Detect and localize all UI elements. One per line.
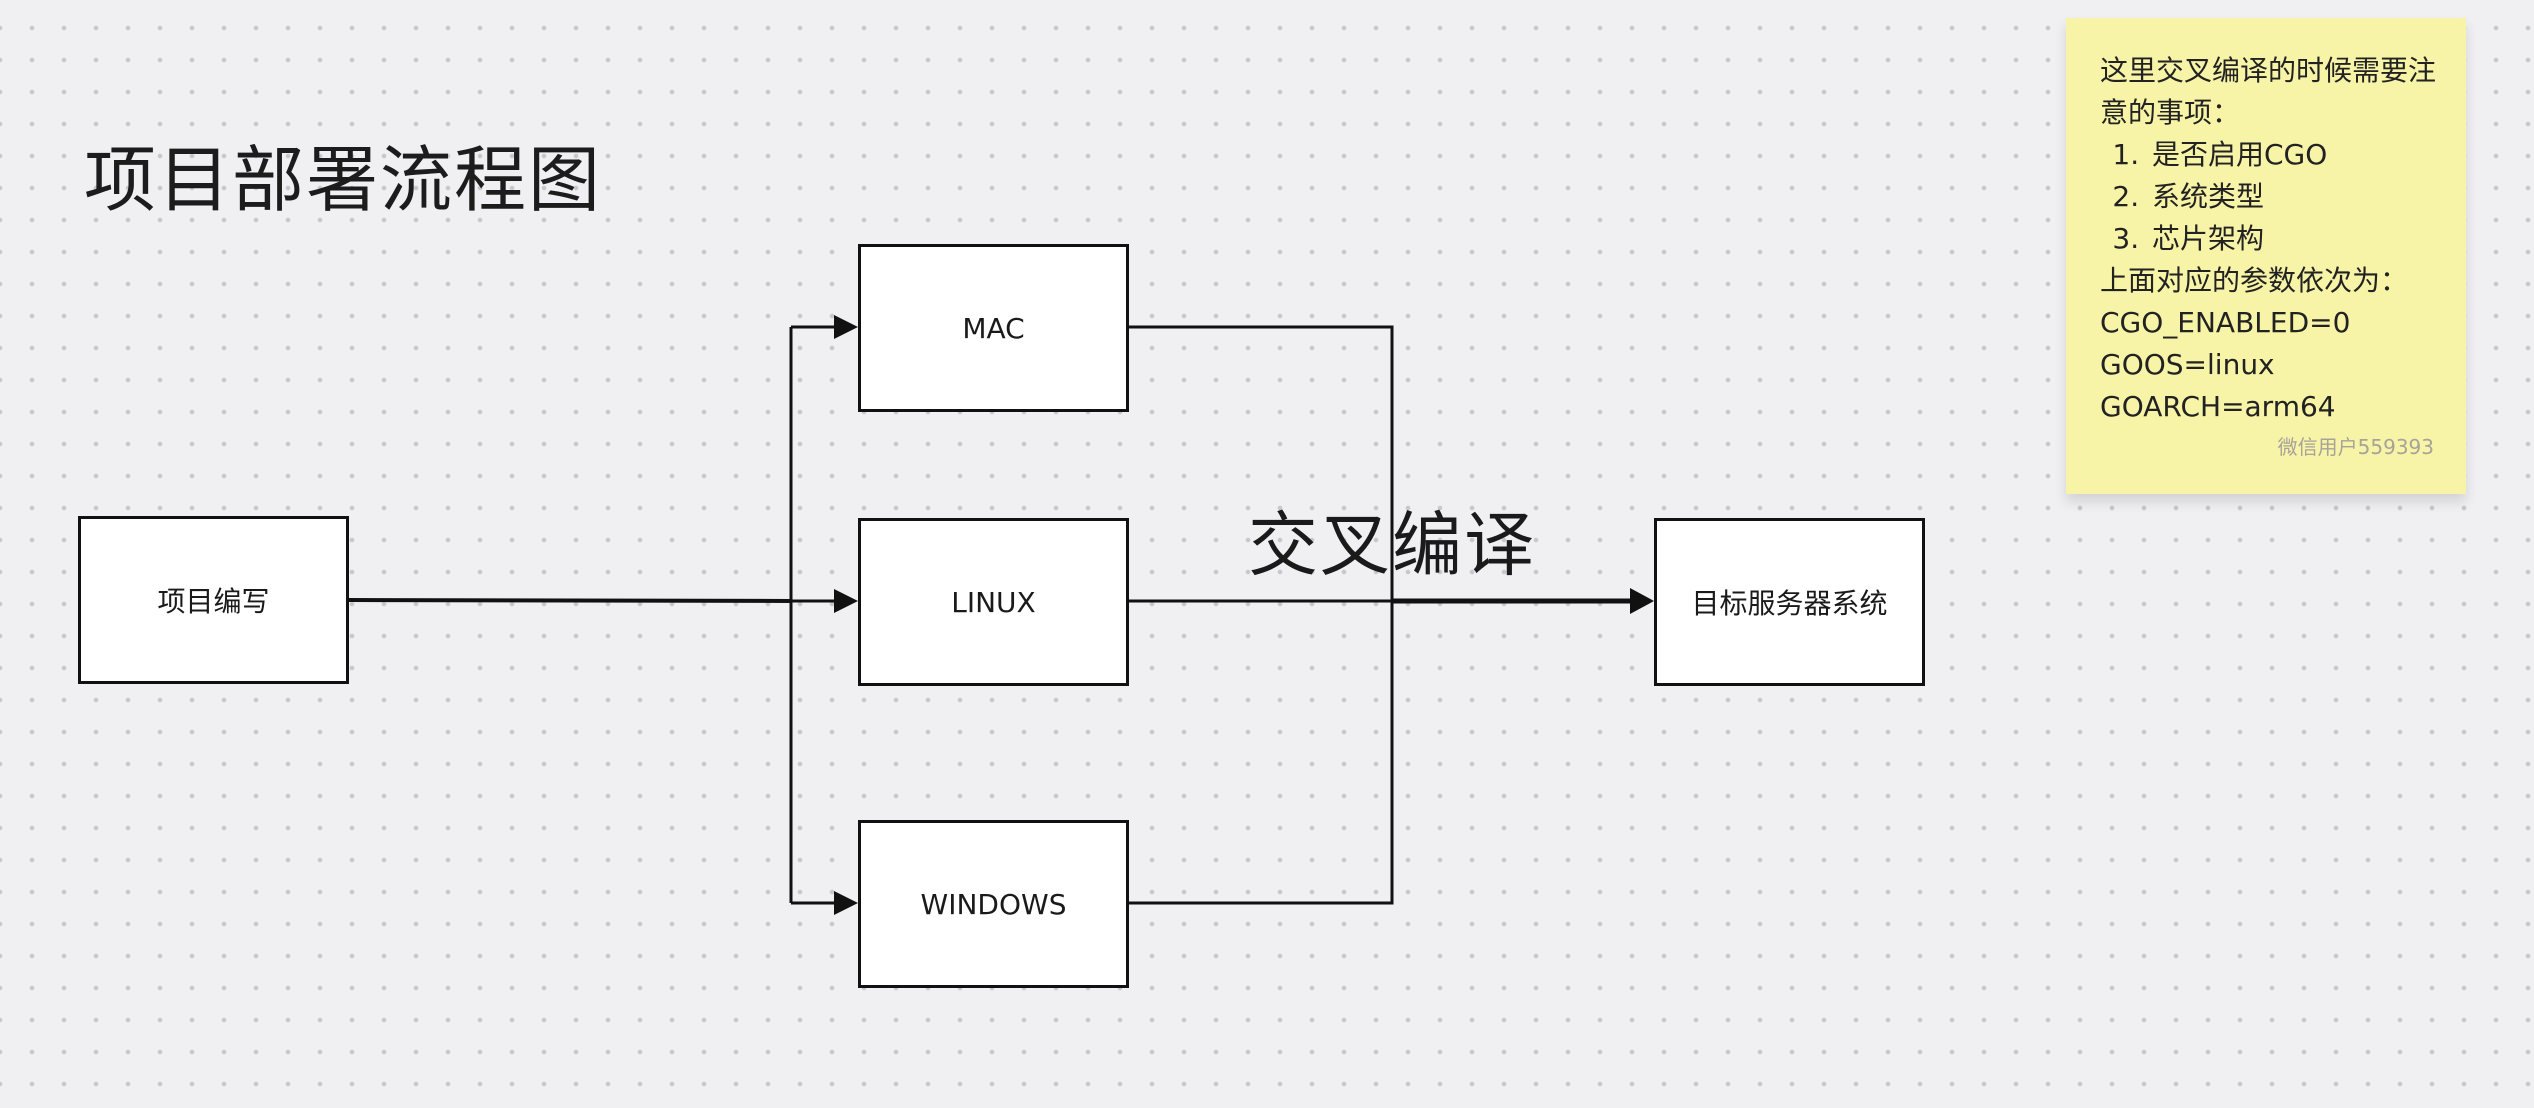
- sticky-note-intro: 这里交叉编译的时候需要注意的事项：: [2100, 54, 2437, 129]
- sticky-note[interactable]: 这里交叉编译的时候需要注意的事项： 是否启用CGO 系统类型 芯片架构 上面对应…: [2066, 18, 2466, 494]
- node-target-server[interactable]: 目标服务器系统: [1654, 518, 1925, 686]
- sticky-note-params-heading: 上面对应的参数依次为：: [2100, 264, 2409, 297]
- sticky-note-author: 微信用户559393: [2277, 435, 2434, 459]
- sticky-note-item: 芯片架构: [2148, 218, 2436, 260]
- arrowhead-mac: [834, 315, 858, 339]
- arrowhead-linux: [834, 589, 858, 613]
- node-project-writing[interactable]: 项目编写: [78, 516, 349, 684]
- sticky-note-item: 是否启用CGO: [2148, 134, 2436, 176]
- arrowhead-target: [1630, 588, 1654, 614]
- sticky-note-param: GOOS=linux: [2100, 348, 2275, 381]
- node-mac[interactable]: MAC: [858, 244, 1129, 412]
- arrowhead-windows: [834, 891, 858, 915]
- node-windows[interactable]: WINDOWS: [858, 820, 1129, 988]
- edge-start-to-branch[interactable]: [348, 598, 792, 603]
- sticky-note-param: CGO_ENABLED=0: [2100, 306, 2351, 339]
- cross-compile-label[interactable]: 交叉编译: [1248, 504, 1536, 586]
- sticky-note-item: 系统类型: [2148, 176, 2436, 218]
- sticky-note-list: 是否启用CGO 系统类型 芯片架构: [2100, 134, 2436, 260]
- edge-mac-to-merge[interactable]: [1129, 325, 1394, 905]
- sticky-note-param: GOARCH=arm64: [2100, 390, 2336, 423]
- page-title: 项目部署流程图: [84, 138, 603, 222]
- node-linux[interactable]: LINUX: [858, 518, 1129, 686]
